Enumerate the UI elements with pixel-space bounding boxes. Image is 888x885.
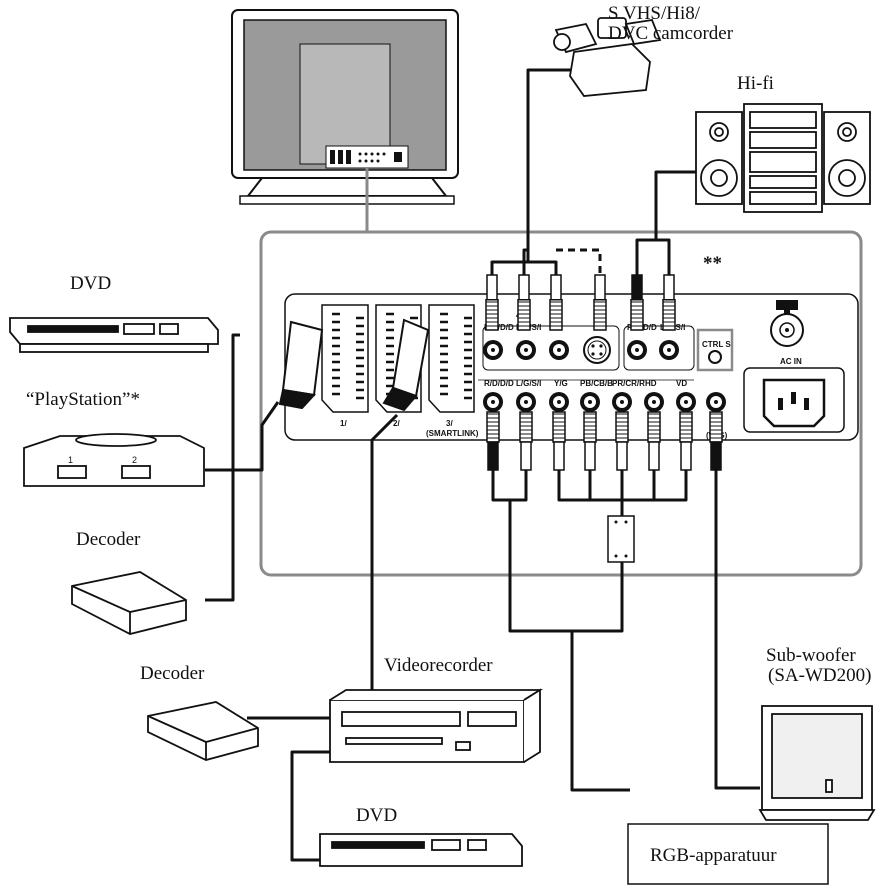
svg-text:2: 2 bbox=[132, 455, 137, 465]
camcorder bbox=[553, 17, 662, 97]
videorecorder bbox=[329, 688, 544, 763]
connector-panel: R/D/D/D L/G/S/I Y/G PB/CB/B PR/CR/R HD V… bbox=[259, 230, 863, 577]
scart1-label: 1/ bbox=[340, 419, 347, 428]
jack-label-yg: Y/G bbox=[554, 379, 568, 388]
playstation-label: “PlayStation”* bbox=[26, 389, 140, 410]
svg-text:1: 1 bbox=[68, 455, 73, 465]
smartlink-label: (SMARTLINK) bbox=[426, 429, 479, 438]
jack-label-r-bottom: R/D/D/D bbox=[484, 379, 514, 388]
jack-label-hd: HD bbox=[645, 379, 657, 388]
dvd-bottom-label: DVD bbox=[356, 805, 398, 826]
playstation-console: 1 2 bbox=[23, 433, 205, 487]
videorecorder-label: Videorecorder bbox=[384, 655, 493, 676]
decoder-bottom bbox=[147, 701, 259, 761]
scart-plug-middle bbox=[382, 318, 430, 412]
jack-label-r-top: R/D/D/D bbox=[484, 323, 514, 332]
tv-rear-view bbox=[231, 9, 459, 232]
scart3-label: 3/ bbox=[446, 419, 453, 428]
double-star-note: ** bbox=[703, 253, 722, 274]
bottom-plugs bbox=[486, 411, 723, 471]
jack-label-pb: PB/CB/B bbox=[580, 379, 613, 388]
camcorder-label-line2: DVC camcorder bbox=[608, 23, 734, 44]
top-plugs bbox=[485, 274, 676, 331]
dvd-player-top bbox=[9, 317, 219, 353]
ac-in-label: AC IN bbox=[780, 357, 802, 366]
jack-label-l-bottom: L/G/S/I bbox=[516, 379, 541, 388]
decoder-left bbox=[71, 571, 187, 635]
decoder-left-label: Decoder bbox=[76, 529, 141, 550]
jack-label-vd: VD bbox=[676, 379, 687, 388]
rgb-device-box bbox=[627, 823, 829, 885]
hifi-system bbox=[695, 103, 871, 213]
cables bbox=[205, 68, 760, 862]
dvd-top-label: DVD bbox=[70, 273, 112, 294]
subwoofer-label-line1: Sub-woofer bbox=[766, 645, 856, 666]
rgb-device-label: RGB-apparatuur bbox=[650, 845, 777, 866]
decoder-bottom-label: Decoder bbox=[140, 663, 205, 684]
ferrite-core bbox=[607, 515, 635, 563]
subwoofer bbox=[758, 705, 876, 821]
scart2-label: 2/ bbox=[393, 419, 400, 428]
dvd-player-bottom bbox=[319, 833, 523, 867]
jack-label-pr: PR/CR/R bbox=[612, 379, 645, 388]
scart-plug-left bbox=[278, 320, 324, 410]
subwoofer-label-line2: (SA-WD200) bbox=[768, 665, 872, 686]
camcorder-label-line1: S VHS/Hi8/ bbox=[608, 3, 701, 24]
hifi-label: Hi-fi bbox=[737, 73, 774, 94]
ctrl-s-label: CTRL S bbox=[702, 340, 731, 349]
